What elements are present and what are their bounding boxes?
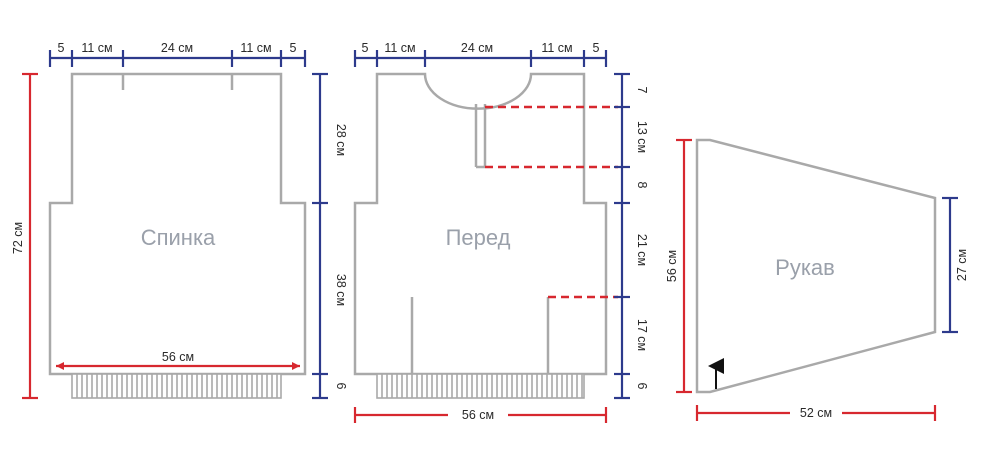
front-right-dimension: 7 13 см 8 21 см 17 см 6 [614, 72, 649, 400]
back-dim-label: 11 см [240, 41, 271, 55]
front-dim-label: 11 см [384, 41, 415, 55]
sleeve-length-label: 56 см [665, 250, 679, 282]
front-dim-label: 5 [362, 41, 369, 55]
back-dim-label: 6 [334, 383, 348, 390]
back-height-dimension: 72 см [11, 72, 38, 400]
sleeve-cuff-dimension: 27 см [942, 196, 969, 334]
back-dim-label: 5 [290, 41, 297, 55]
front-dim-label: 11 см [541, 41, 572, 55]
sleeve-width-dimension: 52 см [695, 404, 937, 421]
sleeve-piece-name: Рукав [775, 255, 835, 280]
sleeve-cuff-label: 27 см [955, 249, 969, 281]
back-dim-label: 5 [58, 41, 65, 55]
ribbing-border [376, 373, 585, 399]
back-top-dimension: 5 11 см 24 см 11 см 5 [48, 41, 307, 67]
back-height-label: 72 см [11, 222, 25, 254]
front-piece-name: Перед [446, 225, 511, 250]
sleeve-width-label: 52 см [800, 406, 832, 420]
front-ribbing [376, 373, 585, 399]
front-dim-label: 21 см [635, 234, 649, 266]
sleeve-length-dimension: 56 см [665, 138, 692, 394]
back-piece-name: Спинка [141, 225, 216, 250]
front-dim-label: 17 см [635, 319, 649, 351]
back-ribbing [71, 373, 282, 399]
front-dim-label: 6 [635, 383, 649, 390]
back-dim-label: 24 см [161, 41, 193, 55]
back-width-label: 56 см [162, 350, 194, 364]
front-top-dimension: 5 11 см 24 см 11 см 5 [353, 41, 608, 67]
front-width-dimension: 56 см [353, 406, 608, 423]
back-dim-label: 11 см [81, 41, 112, 55]
back-right-dimension: 28 см 38 см 6 [312, 72, 348, 400]
back-piece: Спинка 5 11 см 24 см 11 см 5 28 см 38 см [11, 41, 348, 400]
sleeve-piece: Рукав 56 см 27 см 52 см [665, 138, 969, 421]
front-outline [353, 72, 608, 376]
back-dim-label: 38 см [334, 274, 348, 306]
back-dim-label: 28 см [334, 124, 348, 156]
back-width-dimension: 56 см [56, 350, 300, 370]
front-dim-label: 24 см [461, 41, 493, 55]
front-dim-label: 13 см [635, 121, 649, 153]
front-piece: Перед 5 11 см 24 см 11 см 5 7 [353, 41, 649, 423]
front-dim-label: 5 [593, 41, 600, 55]
front-dim-label: 7 [635, 87, 649, 94]
front-width-label: 56 см [462, 408, 494, 422]
front-dim-label: 8 [635, 182, 649, 189]
sleeve-outline [695, 138, 937, 394]
back-outline [48, 72, 307, 376]
